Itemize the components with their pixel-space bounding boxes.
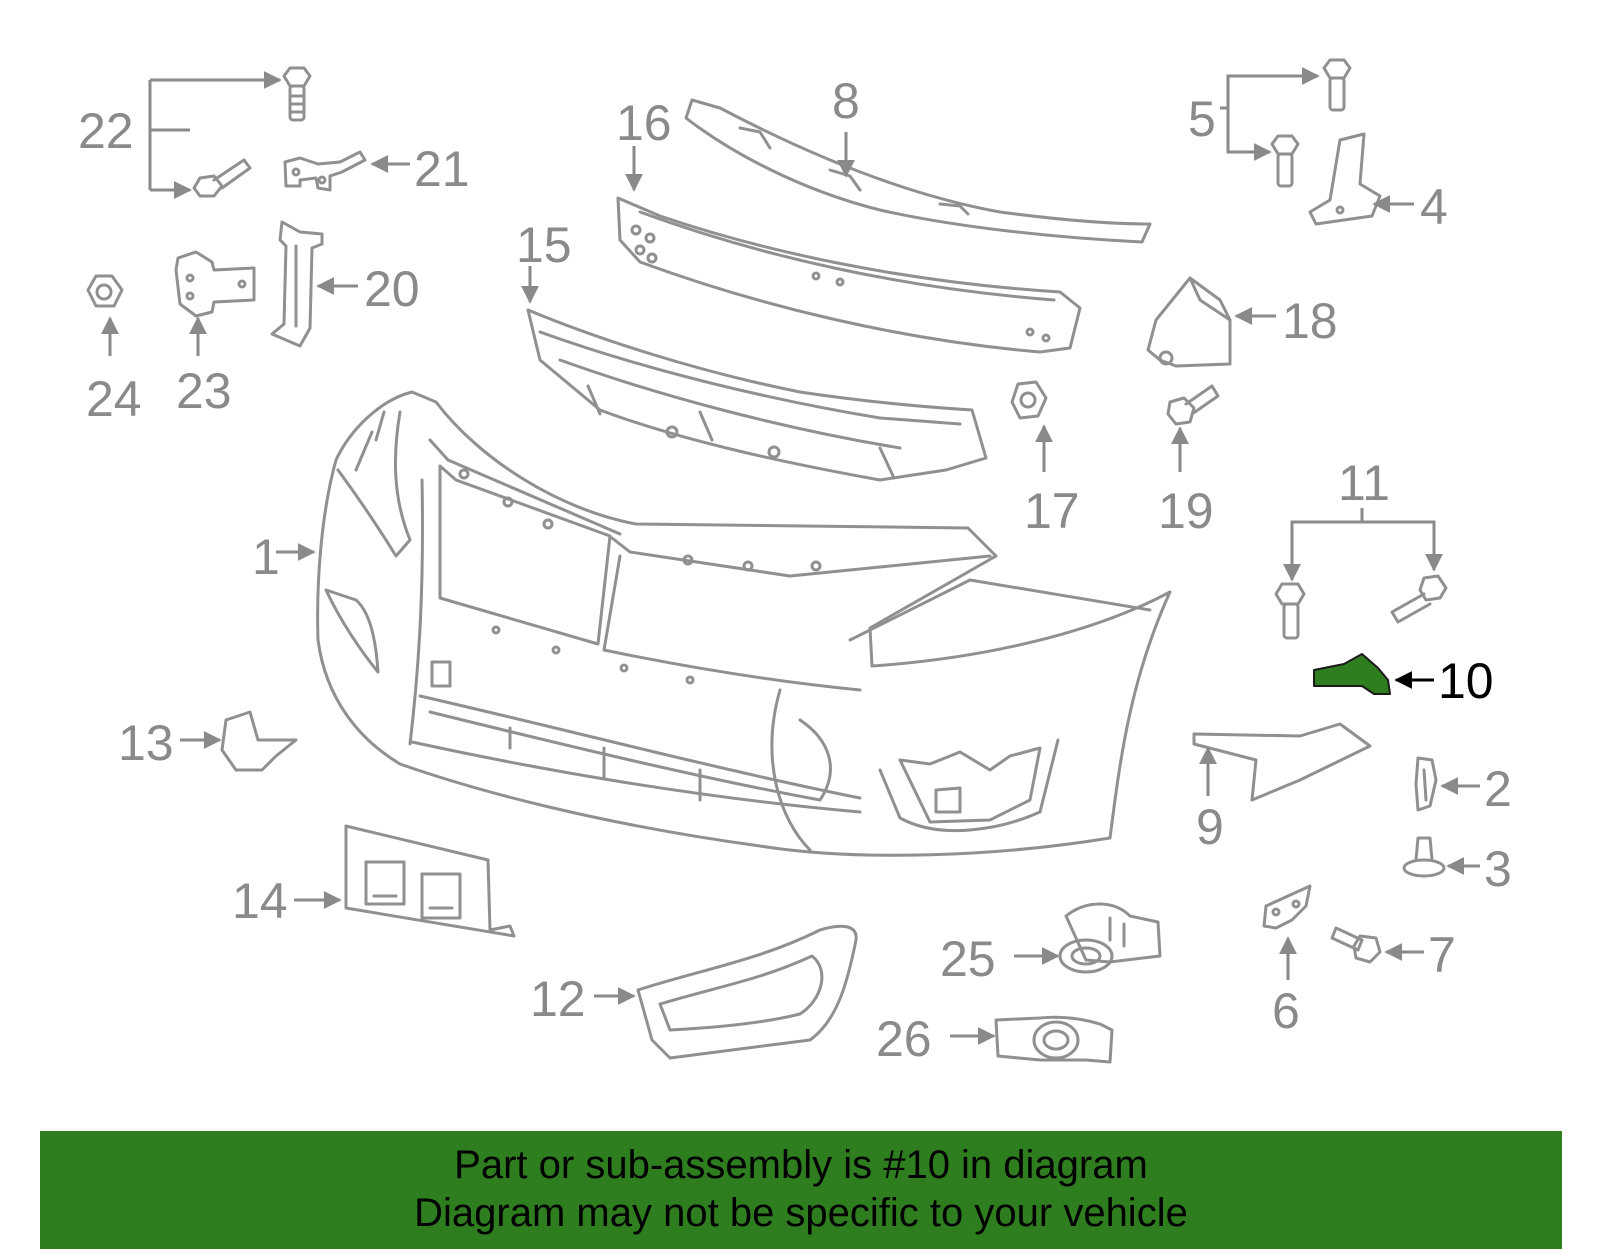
callout-labels: 22 21 24 23 20 16 8 15 5 4 18 17 19 11 1… xyxy=(78,73,1512,1067)
part-8-retainer xyxy=(684,98,1152,244)
part-10-highlighted xyxy=(1313,653,1391,695)
part-7-bolt xyxy=(1330,926,1382,964)
part-2-clip xyxy=(1414,756,1438,812)
part-4-bracket xyxy=(1308,132,1382,226)
callout-9: 9 xyxy=(1196,799,1224,855)
part-9-bracket xyxy=(1192,722,1372,802)
callout-2: 2 xyxy=(1484,761,1512,817)
callout-7: 7 xyxy=(1428,927,1456,983)
part-22-bolts xyxy=(148,66,312,196)
callout-13: 13 xyxy=(118,715,174,771)
part-18-bracket xyxy=(1146,276,1232,368)
part-15-absorber xyxy=(526,308,988,482)
info-banner: Part or sub-assembly is #10 in diagram D… xyxy=(40,1131,1562,1249)
part-17-nut xyxy=(1010,380,1048,420)
part-11-bolts xyxy=(1274,508,1448,640)
part-5-bolts xyxy=(1220,58,1352,188)
part-23-bracket xyxy=(174,250,256,318)
part-21-bracket xyxy=(283,150,367,192)
part-19-bolt xyxy=(1166,384,1220,426)
callout-24: 24 xyxy=(86,371,142,427)
callout-14: 14 xyxy=(232,873,288,929)
callout-26: 26 xyxy=(876,1011,932,1067)
callout-4: 4 xyxy=(1420,179,1448,235)
part-1-bumper-fascia xyxy=(316,390,1172,857)
callout-6: 6 xyxy=(1272,983,1300,1039)
callout-11: 11 xyxy=(1338,455,1390,511)
callout-20: 20 xyxy=(364,261,420,317)
callout-21: 21 xyxy=(414,141,470,197)
callout-8: 8 xyxy=(832,73,860,129)
banner-line-1: Part or sub-assembly is #10 in diagram xyxy=(454,1143,1148,1187)
callout-12: 12 xyxy=(530,971,586,1027)
callout-16: 16 xyxy=(616,95,672,151)
part-16-reinforcement xyxy=(616,196,1082,354)
part-26-sensor xyxy=(994,1015,1114,1064)
callout-15: 15 xyxy=(516,217,572,273)
part-6-bracket xyxy=(1262,884,1312,930)
part-24-nut xyxy=(86,274,124,308)
callout-23: 23 xyxy=(176,363,232,419)
callout-18: 18 xyxy=(1282,293,1338,349)
callout-19: 19 xyxy=(1158,483,1214,539)
part-25-sensor xyxy=(1058,902,1162,974)
callout-17: 17 xyxy=(1024,483,1080,539)
part-3-clip xyxy=(1402,836,1446,878)
part-12-fog-cover xyxy=(636,924,858,1060)
callout-22: 22 xyxy=(78,103,134,159)
part-14-license-bracket xyxy=(344,824,516,938)
callout-5: 5 xyxy=(1188,91,1216,147)
parts-diagram: 22 21 24 23 20 16 8 15 5 4 18 17 19 11 1… xyxy=(78,58,1512,1067)
callout-1: 1 xyxy=(252,529,280,585)
callout-25: 25 xyxy=(940,931,996,987)
callout-3: 3 xyxy=(1484,841,1512,897)
callout-10: 10 xyxy=(1438,653,1494,709)
part-20-stay xyxy=(270,220,324,348)
banner-line-2: Diagram may not be specific to your vehi… xyxy=(414,1191,1188,1235)
part-13-cap xyxy=(220,710,298,772)
